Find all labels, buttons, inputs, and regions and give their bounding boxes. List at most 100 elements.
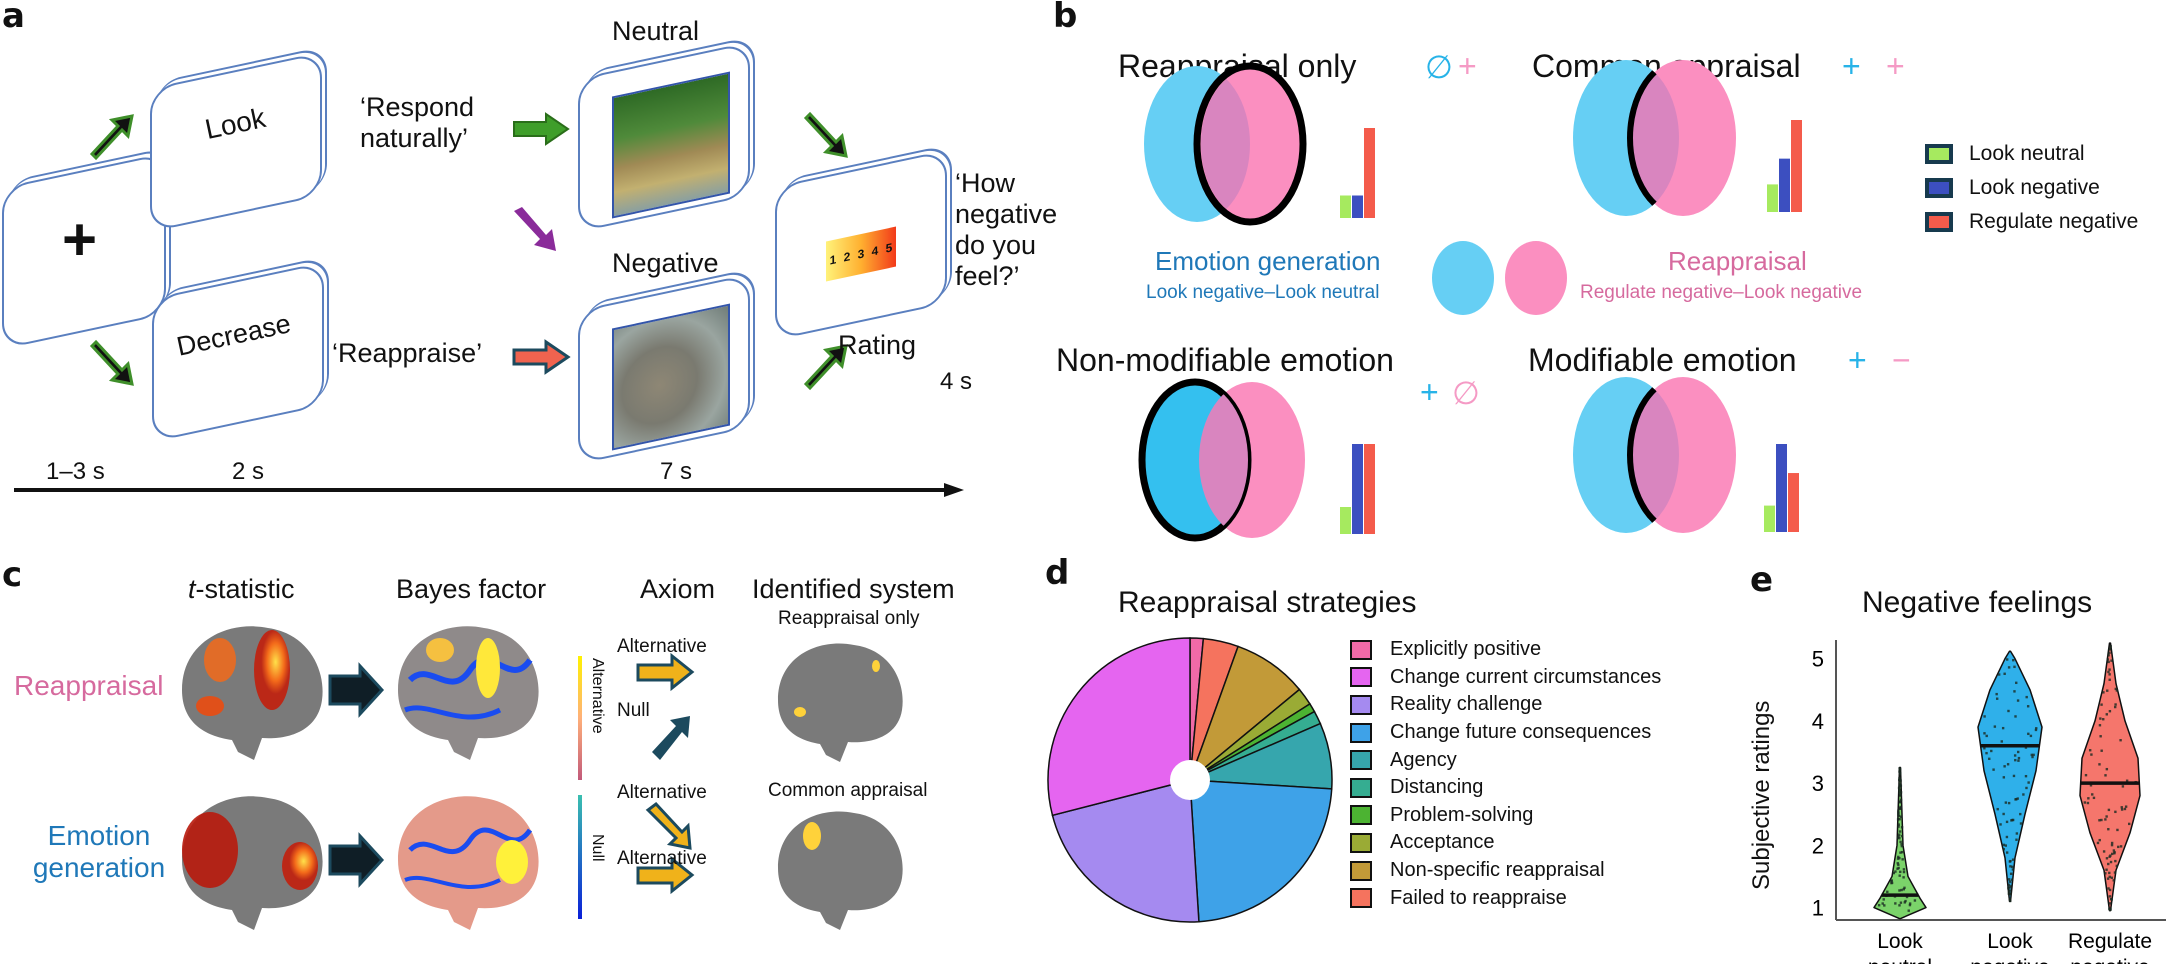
data-point (1898, 773, 1902, 776)
data-point (1899, 794, 1902, 797)
data-point (2034, 728, 2038, 732)
panel-label-a: a (2, 0, 25, 36)
bar-look-negative (1352, 444, 1363, 534)
data-point (2004, 844, 2007, 847)
data-point (2010, 878, 2014, 881)
legend-label: Acceptance (1390, 831, 1495, 854)
data-point (2006, 763, 2010, 766)
legend-label: Problem-solving (1390, 803, 1534, 826)
data-point (2007, 666, 2011, 669)
y-tick-label: 4 (1812, 709, 1824, 734)
legend-item: Explicitly positive (1350, 636, 1661, 664)
respond-arrow-icon (513, 112, 570, 146)
brain-bayes-reappraisal (398, 626, 539, 760)
data-point (1992, 768, 1995, 771)
legend-label: Look neutral (1969, 142, 2085, 165)
arrow-tstat-to-bayes-icon (328, 662, 385, 718)
legend-swatch (1350, 750, 1372, 771)
panel-label-d: d (1045, 553, 1070, 593)
legend-label: Regulate negative (1969, 210, 2139, 233)
data-point (1995, 697, 1999, 700)
brain-tstat-emotion (182, 796, 323, 930)
quadrant-title-modifiable-emotion: Modifiable emotion (1528, 342, 1797, 378)
colorbar-alternative (578, 656, 582, 780)
data-point (2108, 709, 2112, 713)
data-point (2017, 759, 2020, 762)
rating-label: Rating (838, 330, 917, 360)
legend-item: Failed to reappraise (1350, 884, 1661, 912)
data-point (1899, 870, 1902, 874)
data-point (2007, 709, 2010, 713)
data-point (2016, 699, 2020, 702)
data-point (2112, 849, 2116, 852)
data-point (1905, 895, 1909, 899)
rating-question: ‘How negative do you feel?’ (955, 168, 1058, 291)
data-point (2003, 672, 2006, 675)
venn-diagrams (1138, 60, 1802, 542)
data-point (1894, 870, 1897, 873)
data-point (2025, 695, 2028, 699)
legend-swatch (1350, 694, 1372, 715)
data-point (2013, 754, 2017, 757)
data-point (2125, 779, 2129, 782)
legend-label: Agency (1390, 748, 1457, 771)
data-point (2110, 876, 2113, 879)
data-point (2098, 763, 2101, 766)
neutral-to-negative-arrow-icon (514, 207, 556, 251)
legend-swatch (1350, 860, 1372, 881)
legend-item: Distancing (1350, 774, 1661, 802)
data-point (2109, 645, 2112, 648)
neutral-label: Neutral (612, 16, 700, 46)
data-point (2026, 705, 2030, 708)
data-point (2113, 851, 2116, 854)
legend-swatch (1350, 805, 1372, 826)
pie-center-hole (1170, 760, 1210, 800)
data-point (2104, 774, 2107, 777)
x-tick-label: Regulate (2068, 930, 2152, 953)
data-point (1908, 902, 1912, 905)
data-point (1902, 868, 1906, 871)
data-point (2015, 798, 2018, 801)
data-point (1999, 823, 2002, 826)
row-label-reappraisal: Reappraisal (14, 670, 164, 701)
data-point (2027, 732, 2030, 736)
colorbar-alternative-label: Alternative (589, 658, 606, 734)
data-point (1897, 855, 1900, 859)
data-point (2005, 658, 2009, 661)
quadrant-title-non-modifiable-emotion: Non-modifiable emotion (1056, 342, 1394, 378)
bar-regulate-negative (1791, 120, 1802, 212)
legend-swatch (1350, 777, 1372, 798)
legend-label: Failed to reappraise (1390, 886, 1567, 909)
violin-ylabel: Subjective ratings (1748, 700, 1775, 890)
legend-item: Change current circumstances (1350, 664, 1661, 692)
data-point (2031, 755, 2034, 759)
legend-swatch (1350, 888, 1372, 909)
venn-reappraisal-only (1144, 62, 1307, 226)
data-point (2108, 855, 2111, 858)
to-rating-arrow-top-icon (803, 111, 848, 158)
data-point (2102, 850, 2106, 853)
alternative-arrow-icon (636, 855, 695, 895)
legend-swatch (1350, 667, 1372, 688)
data-point (1908, 903, 1912, 907)
venn-common-appraisal (1573, 60, 1736, 216)
data-point (1898, 770, 1901, 773)
data-point (2100, 703, 2103, 706)
data-point (1898, 889, 1901, 892)
legend-swatch (1350, 639, 1372, 660)
data-point (2105, 767, 2109, 771)
reappraisal-contrast: Regulate negative–Look negative (1580, 282, 1863, 303)
legend-label: Distancing (1390, 776, 1484, 799)
data-point (2107, 887, 2110, 890)
data-point (2009, 872, 2013, 875)
data-point (2014, 715, 2017, 718)
data-point (1892, 871, 1896, 875)
legend-label: Reality challenge (1390, 693, 1543, 716)
data-point (2106, 689, 2109, 692)
data-point (2015, 832, 2019, 835)
data-point (2030, 753, 2033, 757)
data-point (2007, 801, 2011, 805)
data-point (2108, 668, 2111, 671)
data-point (1995, 692, 1998, 696)
data-point (2096, 841, 2100, 845)
